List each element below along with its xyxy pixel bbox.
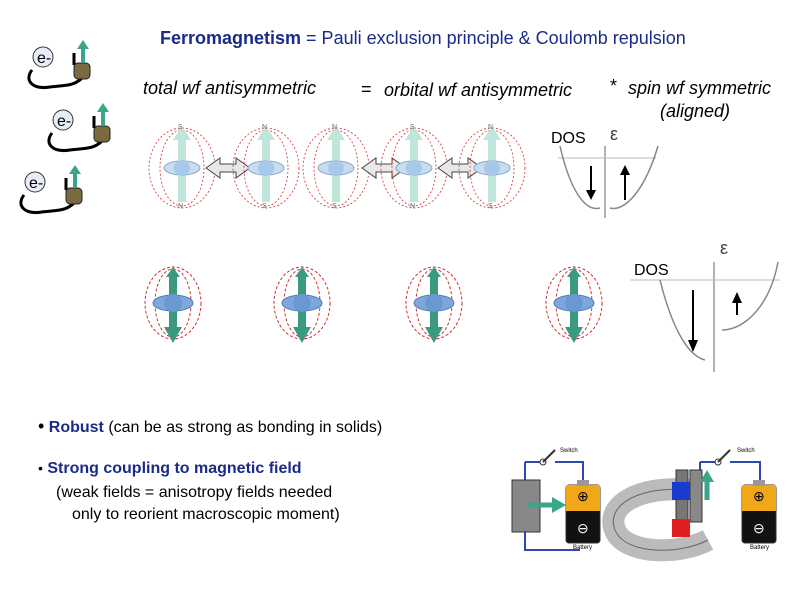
- battery-label-1: Battery: [573, 545, 593, 551]
- pole-n-5: N: [488, 124, 494, 131]
- dos-label-2: DOS: [634, 262, 669, 279]
- total-wf-label: total wf antisymmetric: [143, 78, 317, 98]
- switch-label-1: Switch: [560, 448, 578, 454]
- pole-n-1: S: [178, 124, 183, 131]
- pole-n-4: S: [410, 124, 415, 131]
- pole-s-4: N: [410, 203, 416, 210]
- battery-minus-1: ⊖: [577, 520, 589, 536]
- robust-key: Robust: [48, 419, 104, 436]
- page-title: Ferromagnetism = Pauli exclusion princip…: [160, 28, 686, 49]
- circuit-1: [511, 449, 601, 551]
- electron-cartoon-3: [19, 165, 83, 215]
- dos-label-1: DOS: [551, 130, 586, 147]
- electron-cartoon-1: [27, 40, 91, 90]
- electron-label-1: e-: [37, 50, 52, 67]
- coupling-line-2: (weak fields = anisotropy fields needed: [56, 484, 333, 501]
- electron-label-2: e-: [57, 113, 72, 130]
- epsilon-label-1: ε: [610, 124, 619, 144]
- pole-s-2: S: [262, 203, 267, 210]
- coupling-key: Strong coupling to magnetic field: [47, 460, 302, 477]
- battery-minus-2: ⊖: [753, 520, 765, 536]
- battery-plus-2: ⊕: [753, 488, 765, 504]
- title-key: Ferromagnetism: [160, 28, 302, 48]
- bullet-coupling: • Strong coupling to magnetic field: [38, 460, 302, 477]
- pole-n-3: N: [332, 124, 338, 131]
- electron-label-3: e-: [29, 175, 44, 192]
- battery-label-2: Battery: [750, 545, 770, 551]
- switch-label-2: Switch: [737, 448, 755, 454]
- electron-cartoon-2: [47, 103, 111, 153]
- circuit-2: [602, 449, 777, 562]
- battery-plus-1: ⊕: [577, 488, 589, 504]
- aligned-label: (aligned): [660, 101, 731, 121]
- bullet-robust: • Robust (can be as strong as bonding in…: [38, 416, 383, 436]
- robust-rest: (can be as strong as bonding in solids): [103, 419, 383, 436]
- spin-wf-label: spin wf symmetric: [628, 78, 772, 98]
- title-rest: = Pauli exclusion principle & Coulomb re…: [301, 28, 686, 48]
- pole-n-2: N: [262, 124, 268, 131]
- orbital-wf-label: orbital wf antisymmetric: [384, 80, 573, 100]
- pole-s-3: S: [332, 203, 337, 210]
- epsilon-label-2: ε: [720, 238, 729, 258]
- times-sign: *: [610, 76, 618, 96]
- equals-sign: =: [361, 79, 372, 99]
- coupling-line-3: only to reorient macroscopic moment): [72, 506, 340, 523]
- pole-s-1: N: [178, 203, 184, 210]
- pole-s-5: S: [488, 203, 493, 210]
